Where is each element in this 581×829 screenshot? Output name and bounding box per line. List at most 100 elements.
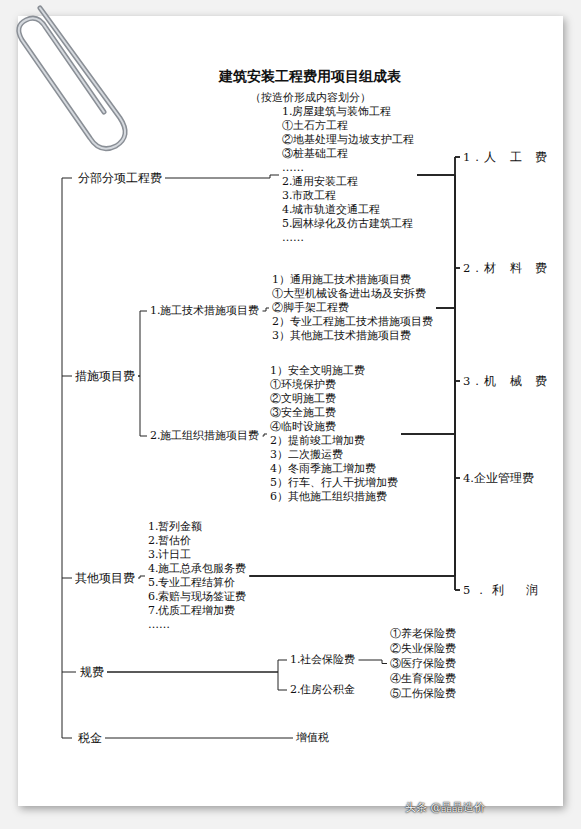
watermark: 头条 @晶晶造价 [405,800,575,815]
node-text: 6）其他施工组织措施费 [270,490,398,504]
tree-connector [359,660,388,664]
tree-connector [107,660,287,672]
diagram-title: 建筑安装工程费用项目组成表 [40,68,580,86]
node-text: 2.施工组织措施项目费 [150,428,260,444]
tree-connector [138,576,145,578]
node-text: 2.暂估价 [148,534,247,548]
trunk-tick [62,578,72,579]
category-label: 其他项目费 [75,570,135,586]
tree-connector [401,381,460,434]
category-label: 措施项目费 [75,368,135,384]
item-list: ①养老保险费②失业保险费③医疗保险费④生育保险费⑤工伤保险费 [390,626,456,701]
sub-category: 2.施工组织措施项目费 [150,428,260,444]
node-text: 税金 [78,730,102,746]
node-text: 增值税 [296,730,329,746]
node-text: 7.优质工程增加费 [148,604,247,618]
node-text: 5.园林绿化及仿古建筑工程 [282,217,414,231]
tree-connector [107,672,287,690]
node-text: 1.社会保险费 [290,652,356,668]
tree-connector [250,478,461,576]
category-label: 税金 [78,730,102,746]
tree-connector [138,376,147,436]
node-text: 2.材 料 费 [463,260,552,276]
node-text: …… [282,161,414,175]
tree-connector [105,738,293,739]
tree-connector [250,268,461,576]
item-list: 1.暂列金额2.暂估价3.计日工4.施工总承包服务费5.专业工程结算价6.索赔与… [148,520,247,632]
cost-element: 1.人 工 费 [463,149,552,165]
node-text: 1）通用施工技术措施项目费 [272,273,433,287]
cost-element: 5.利 润 [463,582,547,598]
tree-connector [417,175,460,381]
node-text: 3）二次搬运费 [270,448,398,462]
node-text: ③安全施工费 [270,406,398,420]
node-text: ①环境保护费 [270,378,398,392]
node-text: ②脚手架工程费 [272,301,433,315]
tree-connector [263,308,270,311]
tree-connector [138,311,147,376]
node-text: 4）冬雨季施工增加费 [270,462,398,476]
node-text: 6.索赔与现场签证费 [148,590,247,604]
node-text: 2.住房公积金 [290,682,356,698]
sub-category: 2.住房公积金 [290,682,356,698]
node-text: ①土石方工程 [282,119,414,133]
node-text: 分部分项工程费 [78,170,162,186]
node-text: ①养老保险费 [390,626,456,641]
node-text: 3）其他施工技术措施项目费 [272,329,433,343]
node-text: ③桩基础工程 [282,147,414,161]
cost-element: 3.机 械 费 [463,373,552,389]
item-list: 1.房屋建筑与装饰工程①土石方工程②地基处理与边坡支护工程③桩基础工程……2.通… [282,105,414,245]
node-text: 1.暂列金额 [148,520,247,534]
node-text: ②地基处理与边坡支护工程 [282,133,414,147]
sub-category: 1.施工技术措施项目费 [150,303,260,319]
node-text: ⑤工伤保险费 [390,686,456,701]
tree-connector [436,308,460,478]
tree-connector [417,175,460,590]
node-text: 5.专业工程结算价 [148,576,247,590]
tree-connector [436,157,460,308]
tree-connector [250,157,461,576]
node-text: ④生育保险费 [390,671,456,686]
node-text: 规费 [80,664,104,680]
tree-connector [417,157,460,175]
node-text: 2）专业工程施工技术措施项目费 [272,315,433,329]
category-label: 规费 [80,664,104,680]
node-text: 1）安全文明施工费 [270,364,398,378]
node-text: ②文明施工费 [270,392,398,406]
subtitle: （按造价形成内容划分） [40,90,580,105]
node-text: 1.房屋建筑与装饰工程 [282,105,414,119]
node-text: 5）行车、行人干扰增加费 [270,476,398,490]
node-text: …… [282,231,414,245]
node-text: ②失业保险费 [390,641,456,656]
tax-item: 增值税 [296,730,329,746]
node-text: ③医疗保险费 [390,656,456,671]
tree-connector [401,434,460,590]
item-list: 1）安全文明施工费①环境保护费②文明施工费③安全施工费④临时设施费2）提前竣工增… [270,364,398,504]
node-text: 其他项目费 [75,570,135,586]
tree-connector [250,381,461,576]
sub-category: 1.社会保险费 [290,652,356,668]
tree-connector [417,175,460,268]
node-text: 3.计日工 [148,548,247,562]
cost-element: 4.企业管理费 [463,470,534,486]
category-label: 分部分项工程费 [78,170,162,186]
tree-connector [401,434,460,478]
tree-connector [250,576,461,590]
node-text: 5.利 润 [463,582,547,598]
node-text: 4.施工总承包服务费 [148,562,247,576]
clip-highlight [19,8,125,149]
clip-wire [19,8,125,149]
node-text: …… [148,618,247,632]
node-text: 措施项目费 [75,368,135,384]
node-text: 2）提前竣工增加费 [270,434,398,448]
node-text: 3.市政工程 [282,189,414,203]
node-text: ④临时设施费 [270,420,398,434]
node-text: 4.企业管理费 [463,470,534,486]
node-text: ①大型机械设备进出场及安拆费 [272,287,433,301]
trunk-bracket [62,178,72,738]
tree-connector [436,308,460,381]
node-text: 2.通用安装工程 [282,175,414,189]
node-text: 3.机 械 费 [463,373,552,389]
tree-connector [165,175,279,178]
cost-element: 2.材 料 费 [463,260,552,276]
